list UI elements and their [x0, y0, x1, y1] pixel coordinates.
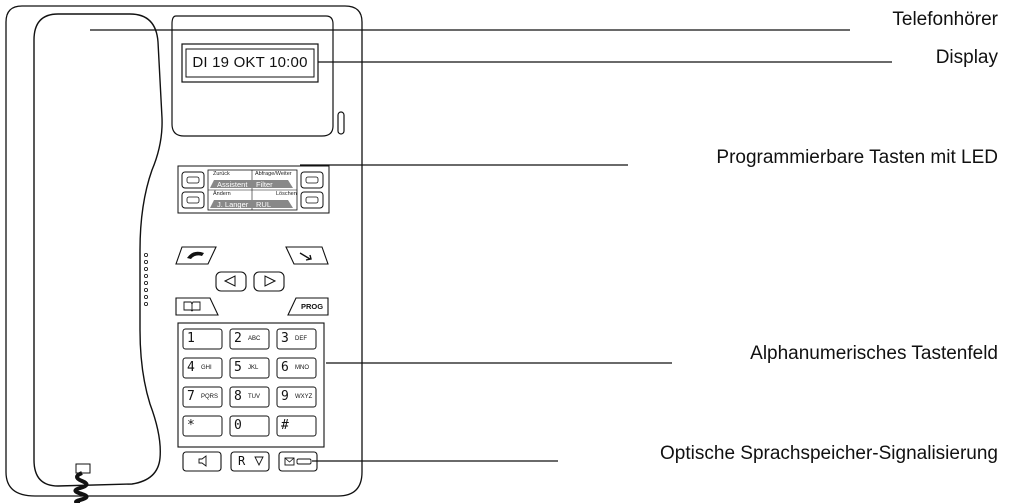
coiled-cord — [73, 471, 89, 503]
keypad-letters: PQRS — [201, 394, 219, 400]
book-icon — [183, 301, 201, 312]
keypad-key[interactable] — [182, 357, 223, 379]
keypad-digit: 8 — [234, 389, 242, 404]
keypad-key[interactable] — [276, 357, 317, 379]
strip-label-bottom-left: J. Langer — [217, 200, 249, 209]
strip-top-right — [252, 180, 293, 188]
keypad-key[interactable] — [182, 415, 223, 437]
keypad-key[interactable] — [229, 357, 270, 379]
envelope-flap — [284, 457, 295, 463]
down-triangle-icon — [254, 456, 264, 467]
keypad-digit: 3 — [281, 331, 289, 346]
keypad-key[interactable] — [276, 386, 317, 408]
keypad-letters: GHI — [201, 365, 212, 371]
prog-key-label: PROG — [301, 302, 324, 311]
keypad-digit: # — [281, 418, 289, 433]
keypad-digit: 9 — [281, 389, 289, 404]
handset-icon — [187, 251, 204, 259]
release-key[interactable] — [285, 246, 329, 265]
caption-bottom-right: Löschen — [276, 191, 297, 197]
strip-bottom-right — [252, 200, 293, 208]
speaker-grille — [143, 252, 148, 306]
keypad-key[interactable] — [182, 328, 223, 350]
prog-key-top-left-inner — [186, 176, 200, 184]
recall-key[interactable] — [230, 451, 270, 472]
prog-key-bottom-left-inner — [186, 196, 200, 204]
handset-connector — [75, 463, 91, 474]
keypad-key[interactable] — [229, 415, 270, 437]
keypad-digit: 7 — [187, 389, 195, 404]
keypad-letters: DEF — [295, 336, 307, 342]
keypad-digit: 2 — [234, 331, 242, 346]
message-led — [337, 111, 345, 135]
keypad-letters: JKL — [248, 365, 259, 371]
strip-label-top-left: Assistent — [217, 180, 248, 189]
recall-key-label: R — [238, 454, 246, 468]
keypad-digit: * — [187, 418, 195, 433]
strip-top-left — [210, 180, 252, 188]
keypad-key[interactable] — [276, 415, 317, 437]
release-icon — [299, 252, 312, 261]
keypad-keys — [182, 328, 317, 437]
callout-voicemail-signal: Optische Sprachspeicher-Signalisierung — [660, 443, 998, 464]
prog-key-top-right-inner — [305, 176, 319, 184]
keypad-digit: 1 — [187, 331, 195, 346]
keypad-key[interactable] — [229, 386, 270, 408]
keypad-digit: 6 — [281, 360, 289, 375]
keypad-digit: 5 — [234, 360, 242, 375]
display-text: DI 19 OKT 10:00 — [192, 54, 308, 71]
prog-key-bottom-right-inner — [305, 196, 319, 204]
keypad-letters: TUV — [248, 394, 260, 400]
keypad-digit: 4 — [187, 360, 195, 375]
callout-handset: Telefonhörer — [892, 9, 998, 30]
strip-label-bottom-right: RUL — [256, 200, 272, 209]
callout-programmable-keys: Programmierbare Tasten mit LED — [716, 147, 998, 168]
callout-display: Display — [935, 47, 998, 68]
right-arrow-icon — [264, 275, 277, 287]
callout-keypad: Alphanumerisches Tastenfeld — [750, 343, 998, 364]
keypad-key[interactable] — [182, 386, 223, 408]
keypad-letters: MNO — [295, 365, 309, 371]
prog-key[interactable] — [287, 297, 329, 316]
keypad-key[interactable] — [229, 328, 270, 350]
caption-top-right: Abfrage/Weiter — [255, 171, 292, 177]
mailbox-led — [296, 458, 312, 465]
keypad-letters: WXYZ — [295, 394, 313, 400]
caption-top-left: Zurück — [213, 171, 230, 177]
speaker-icon — [198, 455, 207, 467]
handset — [33, 13, 163, 487]
caption-bottom-left: Ändern — [213, 191, 231, 197]
keypad-digit: 0 — [234, 418, 242, 433]
keypad-letters: ABC — [248, 336, 261, 342]
strip-bottom-left — [210, 200, 252, 208]
keypad-key[interactable] — [276, 328, 317, 350]
display-screen — [185, 48, 315, 78]
strip-label-top-right: Filter — [256, 180, 273, 189]
left-arrow-icon — [223, 275, 236, 287]
